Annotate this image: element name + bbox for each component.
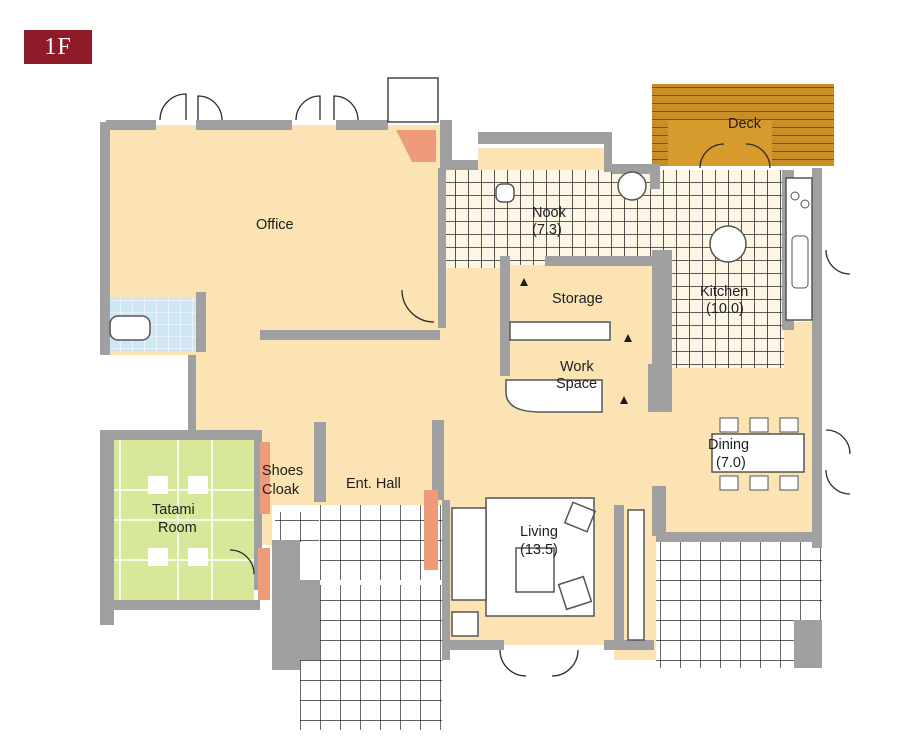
label-deck: Deck [728,116,762,132]
work-counter [505,321,611,413]
label-living-size: (13.5) [520,542,558,558]
label-tatami-room: Room [158,520,197,536]
label-space: Space [556,376,597,392]
label-storage: Storage [552,291,603,307]
label-kitchen: Kitchen [700,284,748,300]
label-tatami: Tatami [152,502,195,518]
nook-stool [617,171,647,201]
label-work: Work [560,359,594,375]
office-room [110,130,443,327]
kitchen-counter [785,177,813,321]
walls [100,120,822,670]
label-nook-size: (7.3) [532,222,562,238]
label-nook: Nook [532,205,567,221]
label-kitchen-size: (10.0) [706,301,744,317]
label-cloak: Cloak [262,482,300,498]
stair-arrows [520,278,632,404]
floor-badge: 1F [24,30,92,64]
nook-fixture [495,183,515,203]
living-furniture [451,497,645,641]
toilet [109,315,151,341]
tatami-room [112,440,254,600]
label-living: Living [520,524,558,540]
label-office: Office [256,217,294,233]
accent-fixtures [258,130,438,600]
label-shoes: Shoes [262,463,303,479]
label-ent-hall: Ent. Hall [346,476,401,492]
label-dining: Dining [708,437,749,453]
kitchen-table [709,225,747,263]
label-dining-size: (7.0) [716,455,746,471]
entrance-floor [275,505,822,730]
storage-room [505,265,653,320]
deck [652,84,834,166]
doors [159,77,851,677]
dining-table [711,417,805,491]
